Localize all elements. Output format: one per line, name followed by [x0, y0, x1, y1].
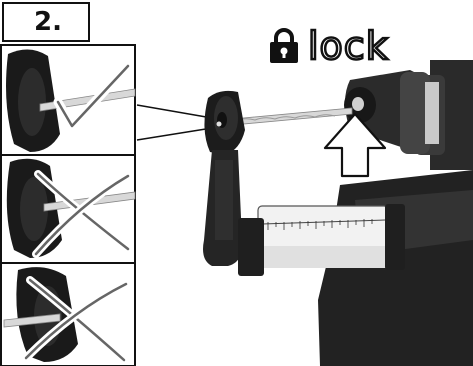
padlock-icon: [268, 27, 300, 65]
panel-incorrect-1: [1, 155, 135, 263]
callout-lines: [137, 105, 212, 140]
panel-correct: [1, 45, 135, 155]
extractor-arm: [203, 150, 242, 266]
lock-label: lock: [268, 26, 389, 66]
dust-nozzle: [204, 91, 245, 155]
lock-text: lock: [308, 26, 389, 66]
example-panels: [0, 44, 137, 366]
panel-incorrect-2: [1, 263, 135, 366]
step-number-label: 2.: [2, 2, 90, 42]
telescopic-tube: [238, 204, 405, 276]
